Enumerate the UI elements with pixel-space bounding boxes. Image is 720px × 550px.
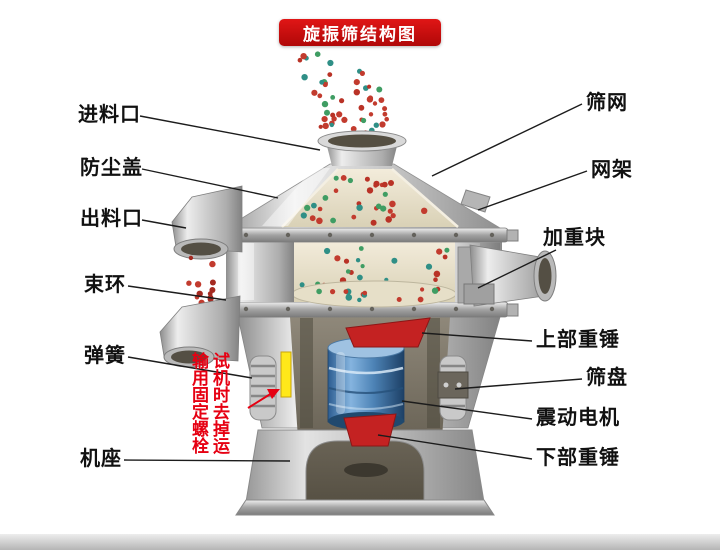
label-weight-block: 加重块: [543, 227, 606, 249]
label-mesh-frame: 网架: [591, 159, 633, 181]
transport-bolt-highlight: [280, 351, 292, 398]
diagram-title: 旋振筛结构图: [303, 25, 417, 44]
bottom-bar: [0, 534, 720, 550]
feed-inlet-funnel: [317, 130, 407, 166]
label-screen-tray: 筛盘: [586, 367, 628, 389]
warning-arrow: [247, 389, 280, 409]
transport-bolt-warning: 试机时去掉运输用固定螺栓: [189, 352, 229, 454]
lower-left-outlet-spout: [159, 295, 241, 368]
diagram-title-badge: 旋振筛结构图: [279, 19, 441, 46]
side-bracket: [437, 371, 469, 399]
label-machine-base: 机座: [80, 448, 122, 470]
right-outlet-spout: [457, 244, 557, 307]
lower-hammer-weight: [343, 413, 397, 447]
leader-lines: [123, 103, 588, 462]
base-skirt: [235, 499, 495, 516]
band-bolts: [243, 232, 495, 312]
dust-cover-cone: [224, 163, 502, 229]
label-upper-hammer: 上部重锤: [536, 329, 620, 351]
spring-left: [249, 355, 277, 421]
machine-base: [245, 429, 485, 503]
label-dust-cover: 防尘盖: [80, 157, 143, 179]
label-screen-mesh: 筛网: [586, 92, 628, 114]
label-spring: 弹簧: [84, 345, 126, 367]
label-clamp-ring: 束环: [84, 274, 126, 296]
inlet-particle-stream: [297, 51, 390, 139]
upper-left-outlet-spout: [171, 185, 243, 260]
label-vibration-motor: 震动电机: [536, 407, 620, 429]
label-discharge-outlet: 出料口: [80, 208, 143, 230]
upper-hammer-weight: [345, 317, 431, 348]
label-lower-hammer: 下部重锤: [536, 447, 620, 469]
label-feed-inlet: 进料口: [78, 104, 141, 126]
